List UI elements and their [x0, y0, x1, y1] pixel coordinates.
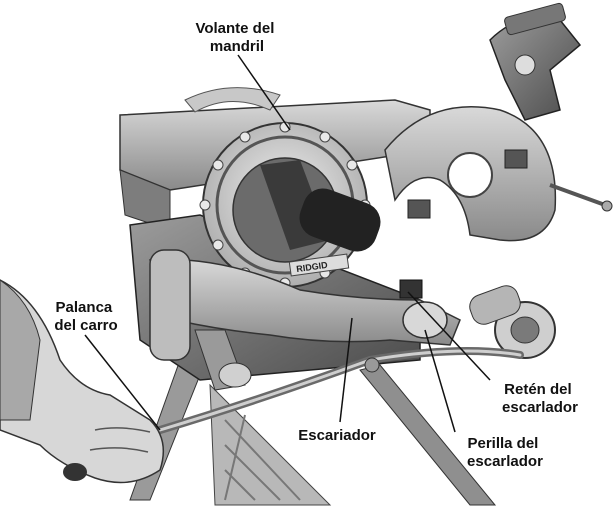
leader-reten — [407, 291, 491, 381]
reamer-latch — [399, 279, 423, 299]
carriage-feed-wheel — [469, 285, 556, 359]
reamer-knob — [402, 301, 448, 339]
chuck-handwheel — [199, 121, 381, 289]
label-perilla-del-escarlador: Perilla del escarlador — [467, 435, 543, 470]
callout-labels: Volante del mandril Palanca del carro Re… — [54, 20, 578, 470]
leader-perilla — [424, 329, 456, 433]
pipe-cutter — [489, 2, 582, 121]
die-head — [384, 106, 613, 242]
label-reten-del-escarlador: Retén del escarlador — [502, 381, 578, 416]
leader-lines — [84, 54, 491, 433]
operator-hand — [0, 279, 165, 484]
leader-volante — [237, 54, 291, 131]
nameplate-text: RIDGID — [296, 260, 329, 274]
label-escariador: Escariador — [298, 427, 376, 444]
label-volante-del-mandril: Volante del mandril — [195, 20, 278, 55]
nameplate: RIDGID — [288, 253, 350, 277]
label-palanca-del-carro: Palanca del carro — [54, 299, 117, 334]
leader-palanca — [84, 334, 161, 431]
reamer: RIDGID — [148, 249, 556, 391]
leader-escariador — [339, 317, 353, 423]
carriage-handle — [156, 347, 524, 434]
